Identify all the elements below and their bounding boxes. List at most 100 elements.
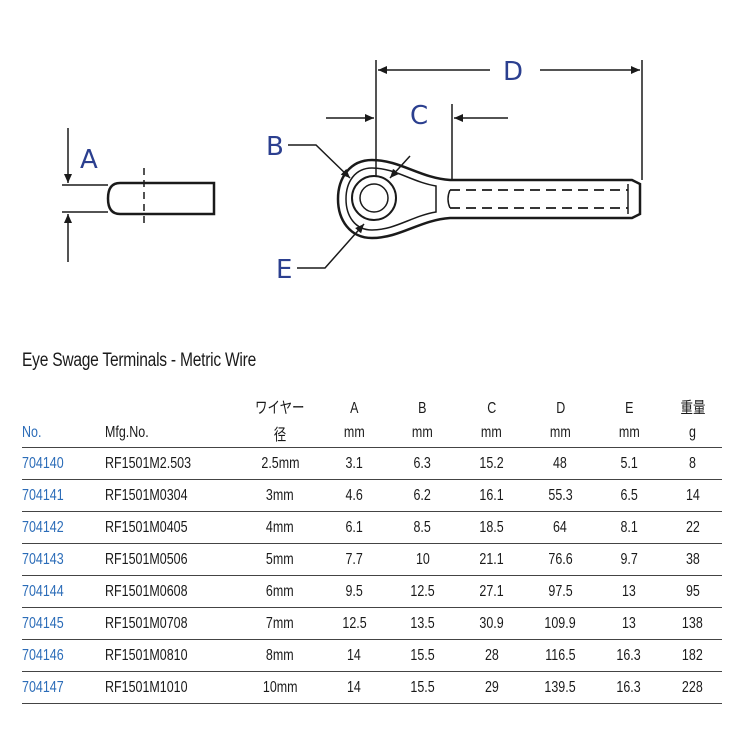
cell-wire: 6mm <box>239 575 321 608</box>
cell-no: 704143 <box>22 543 105 576</box>
side-view <box>62 128 216 262</box>
cell-mfg: RF1501M0810 <box>104 639 240 672</box>
cell-e: 13 <box>594 575 664 608</box>
cell-no: 704146 <box>22 639 105 672</box>
cell-c: 30.9 <box>457 607 526 640</box>
cell-b: 15.5 <box>387 639 458 672</box>
cell-e: 16.3 <box>594 639 664 672</box>
cell-d: 116.5 <box>525 639 595 672</box>
header-wire-dia: 径 <box>239 418 321 448</box>
header-unit-weight: g <box>663 418 722 448</box>
dim-label-e: E <box>276 255 292 285</box>
header-mfg: Mfg.No. <box>104 418 240 448</box>
header-top-weight: 重量 <box>680 400 706 417</box>
cell-weight: 95 <box>663 575 722 608</box>
cell-c: 21.1 <box>457 543 526 576</box>
cell-mfg: RF1501M1010 <box>104 671 240 704</box>
cell-wire: 2.5mm <box>239 447 321 480</box>
cell-b: 6.2 <box>387 479 458 512</box>
terminal-diagram: A B C D E <box>62 57 643 285</box>
cell-mfg: RF1501M0708 <box>104 607 240 640</box>
cell-weight: 38 <box>663 543 722 576</box>
cell-d: 97.5 <box>525 575 595 608</box>
cell-mfg: RF1501M0506 <box>104 543 240 576</box>
top-view <box>288 60 643 269</box>
header-unit-c: mm <box>457 418 526 448</box>
cell-a: 12.5 <box>320 607 388 640</box>
cell-e: 9.7 <box>594 543 664 576</box>
page-title: Eye Swage Terminals - Metric Wire <box>22 350 257 371</box>
cell-mfg: RF1501M0304 <box>104 479 240 512</box>
cell-weight: 138 <box>663 607 722 640</box>
cell-d: 64 <box>525 511 595 544</box>
cell-a: 3.1 <box>320 447 388 480</box>
cell-wire: 7mm <box>239 607 321 640</box>
cell-no: 704140 <box>22 447 105 480</box>
cell-no: 704147 <box>22 671 105 704</box>
cell-wire: 4mm <box>239 511 321 544</box>
cell-c: 16.1 <box>457 479 526 512</box>
cell-b: 15.5 <box>387 671 458 704</box>
header-top-c: C <box>487 400 497 417</box>
cell-mfg: RF1501M0608 <box>104 575 240 608</box>
cell-c: 15.2 <box>457 447 526 480</box>
dim-label-c: C <box>410 101 428 131</box>
header-row-bottom: No. Mfg.No. 径 mm mm mm mm mm g <box>22 418 722 448</box>
cell-d: 109.9 <box>525 607 595 640</box>
cell-a: 9.5 <box>320 575 388 608</box>
cell-e: 16.3 <box>594 671 664 704</box>
cell-mfg: RF1501M2.503 <box>104 447 240 480</box>
cell-d: 48 <box>525 447 595 480</box>
cell-b: 8.5 <box>387 511 458 544</box>
header-top-d: D <box>555 400 565 417</box>
cell-no: 704142 <box>22 511 105 544</box>
cell-b: 6.3 <box>387 447 458 480</box>
cell-e: 6.5 <box>594 479 664 512</box>
header-top-mfg <box>105 390 240 418</box>
cell-weight: 22 <box>663 511 722 544</box>
cell-a: 6.1 <box>320 511 388 544</box>
cell-wire: 10mm <box>239 671 321 704</box>
cell-a: 7.7 <box>320 543 388 576</box>
cell-a: 4.6 <box>320 479 388 512</box>
cell-b: 12.5 <box>387 575 458 608</box>
cell-no: 704141 <box>22 479 105 512</box>
cell-wire: 8mm <box>239 639 321 672</box>
cell-no: 704144 <box>22 575 105 608</box>
cell-d: 139.5 <box>525 671 595 704</box>
header-row-top: ワイヤー A B C D E 重量 <box>22 390 722 418</box>
dim-label-d: D <box>503 57 523 87</box>
cell-no: 704145 <box>22 607 105 640</box>
cell-c: 29 <box>457 671 526 704</box>
cell-wire: 3mm <box>239 479 321 512</box>
header-unit-e: mm <box>594 418 664 448</box>
cell-weight: 228 <box>663 671 722 704</box>
header-top-wire: ワイヤー <box>255 400 306 417</box>
cell-b: 10 <box>387 543 458 576</box>
header-unit-a: mm <box>320 418 388 448</box>
header-no: No. <box>22 418 105 448</box>
cell-d: 76.6 <box>525 543 595 576</box>
cell-weight: 14 <box>663 479 722 512</box>
cell-e: 8.1 <box>594 511 664 544</box>
cell-b: 13.5 <box>387 607 458 640</box>
dim-label-b: B <box>266 132 284 162</box>
cell-e: 5.1 <box>594 447 664 480</box>
header-top-e: E <box>624 400 634 417</box>
cell-e: 13 <box>594 607 664 640</box>
cell-c: 18.5 <box>457 511 526 544</box>
header-top-a: A <box>349 400 359 417</box>
header-top-b: B <box>418 400 427 417</box>
cell-weight: 8 <box>663 447 722 480</box>
cell-a: 14 <box>320 671 388 704</box>
header-unit-d: mm <box>525 418 595 448</box>
cell-a: 14 <box>320 639 388 672</box>
